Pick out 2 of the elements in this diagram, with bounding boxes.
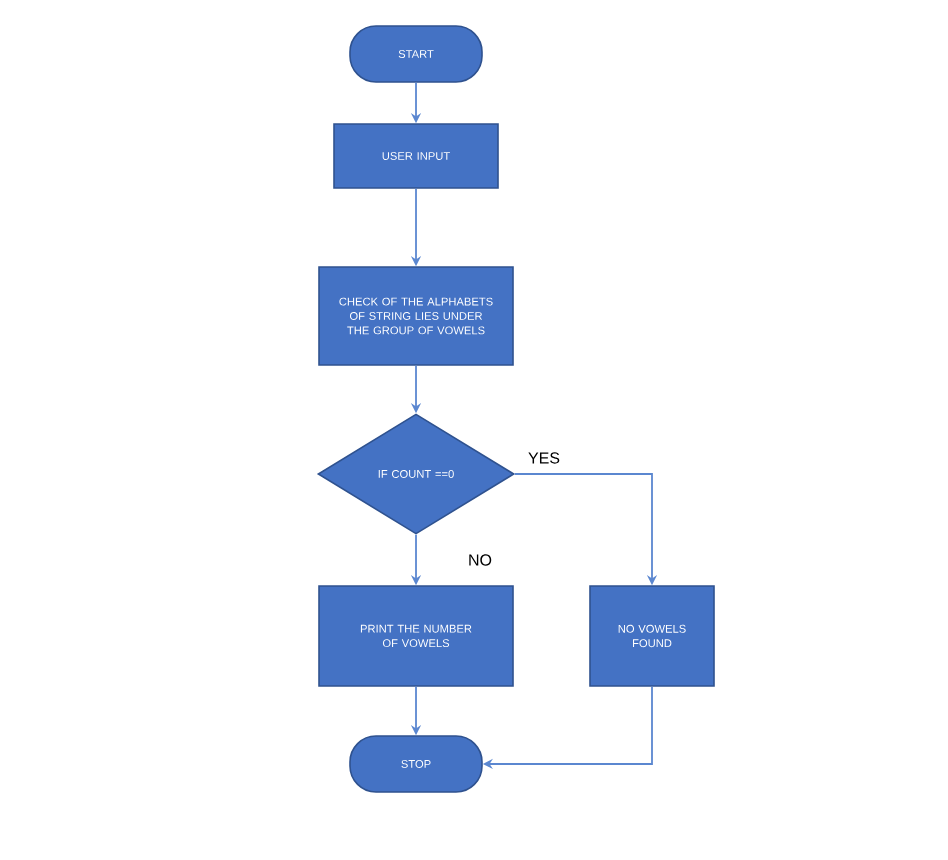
edge-label: NO (469, 554, 492, 566)
edge-label: YES (528, 452, 560, 464)
